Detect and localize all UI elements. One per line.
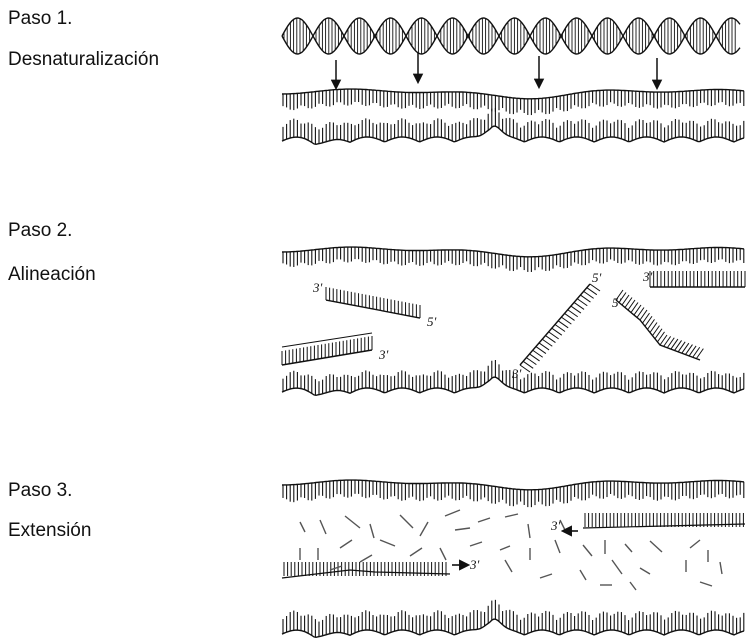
bottom-strand-3 bbox=[282, 562, 744, 637]
label-3prime: 3' bbox=[511, 366, 522, 381]
label-5prime: 5' bbox=[427, 314, 437, 329]
top-strand-1 bbox=[282, 89, 744, 115]
label-3prime: 3' bbox=[642, 269, 653, 284]
label-3prime: 3' bbox=[312, 280, 323, 295]
labels-2: 3' 5' 3' 3' 5' 5' 3' bbox=[312, 269, 653, 381]
label-3prime: 3' bbox=[378, 347, 389, 362]
label-5prime: 5' bbox=[592, 270, 602, 285]
label-5prime: 5' bbox=[612, 295, 622, 310]
denaturation-arrows bbox=[336, 53, 657, 88]
top-strand-2 bbox=[282, 247, 744, 272]
primer-fragments-2 bbox=[282, 271, 745, 372]
labels-3: 3' 3' bbox=[469, 518, 561, 572]
label-3prime: 3' bbox=[469, 557, 480, 572]
free-nucleotides bbox=[300, 510, 722, 590]
double-helix bbox=[282, 18, 740, 54]
label-3prime: 3' bbox=[550, 518, 561, 533]
